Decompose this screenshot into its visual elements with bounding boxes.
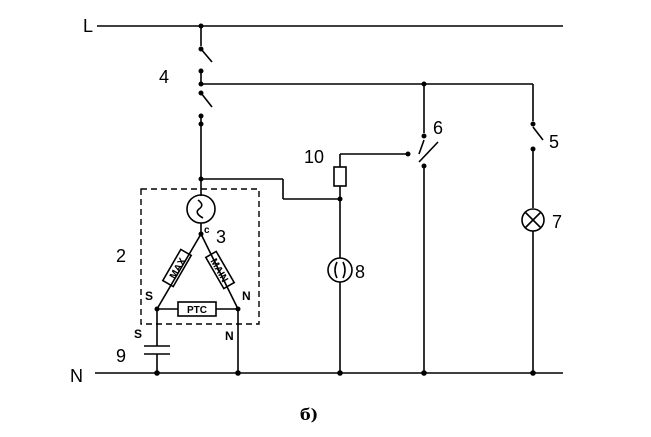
label-s-upper: S (145, 289, 153, 303)
capacitor-9 (144, 345, 170, 373)
motor-block-outline (140, 188, 260, 325)
ptc-label: PTC (187, 305, 207, 316)
label-7: 7 (552, 212, 562, 232)
label-5: 5 (549, 132, 559, 152)
label-6: 6 (433, 118, 443, 138)
label-s-lower: S (134, 327, 142, 341)
label-8: 8 (355, 262, 365, 282)
label-9: 9 (116, 346, 126, 366)
figure-caption: б) (300, 405, 318, 424)
lamp-8 (327, 199, 353, 373)
resistor-10 (333, 153, 408, 199)
ptc-resistor: PTC (157, 301, 238, 317)
label-n-lower: N (225, 329, 234, 343)
label-n-upper: N (242, 289, 251, 303)
label-c: c (204, 225, 210, 236)
switch-6 (405, 84, 439, 373)
label-n: N (70, 366, 83, 386)
winding-start: MAX (156, 233, 202, 310)
switch-4 (198, 26, 213, 179)
thermal-protector-3 (186, 179, 216, 237)
switch-5 (530, 84, 544, 208)
label-10: 10 (304, 147, 324, 167)
label-4: 4 (159, 67, 169, 87)
label-2: 2 (116, 246, 126, 266)
lamp-7 (521, 208, 545, 373)
label-3: 3 (216, 227, 226, 247)
label-l: L (83, 16, 93, 36)
